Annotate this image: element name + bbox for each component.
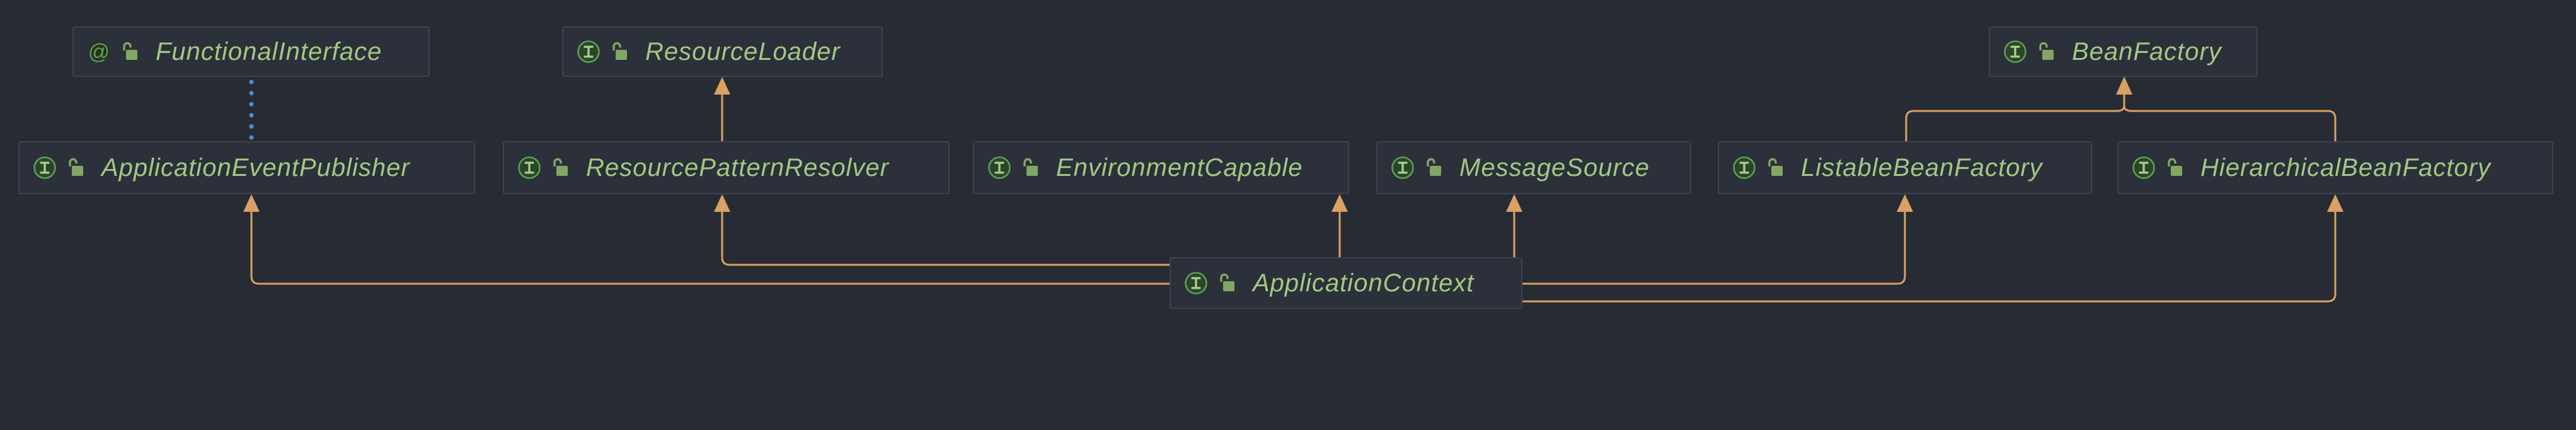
class-node-listable-bean-factory[interactable]: ListableBeanFactory — [1718, 141, 2092, 194]
interface-icon — [1732, 155, 1757, 180]
class-node-bean-factory[interactable]: BeanFactory — [1989, 26, 2258, 77]
unlocked-padlock-icon — [1764, 156, 1785, 179]
interface-icon — [1183, 270, 1209, 296]
class-node-application-event-publisher[interactable]: ApplicationEventPublisher — [18, 141, 475, 194]
edge-applicationcontext-extends-resourcepatternresolver — [714, 194, 1170, 266]
interface-icon — [2003, 39, 2028, 64]
unlocked-padlock-icon — [2035, 40, 2056, 63]
edge-applicationcontext-extends-applicationeventpublisher — [243, 194, 1170, 285]
interface-icon — [987, 155, 1012, 180]
class-node-application-context[interactable]: ApplicationContext — [1170, 257, 1522, 309]
class-name-label: EnvironmentCapable — [1056, 153, 1303, 182]
interface-icon — [1390, 155, 1415, 180]
unlocked-padlock-icon — [1216, 272, 1236, 294]
edge-applicationcontext-extends-environmentcapable — [1331, 194, 1348, 257]
unlocked-padlock-icon — [1020, 156, 1040, 179]
interface-icon — [576, 39, 601, 64]
unlocked-padlock-icon — [609, 40, 629, 63]
edge-applicationcontext-extends-hierarchicalbeanfactory — [1522, 194, 2343, 303]
interface-icon — [517, 155, 542, 180]
class-name-label: ResourceLoader — [645, 37, 841, 66]
edge-applicationcontext-extends-listablebeanfactory — [1522, 194, 1913, 285]
svg-text:@: @ — [88, 40, 110, 64]
edge-resourcepatternresolver-extends-resourceloader — [714, 77, 730, 141]
class-name-label: ApplicationEventPublisher — [101, 153, 410, 182]
class-name-label: ApplicationContext — [1253, 269, 1475, 297]
annotation-icon: @ — [86, 39, 112, 64]
class-name-label: MessageSource — [1459, 153, 1650, 182]
class-name-label: FunctionalInterface — [156, 37, 382, 66]
class-node-resource-pattern-resolver[interactable]: ResourcePatternResolver — [503, 141, 950, 194]
class-name-label: ResourcePatternResolver — [586, 153, 889, 182]
unlocked-padlock-icon — [119, 40, 139, 63]
edge-hierarchicalbeanfactory-extends-beanfactory — [2116, 76, 2337, 141]
class-name-label: BeanFactory — [2072, 37, 2222, 66]
unlocked-padlock-icon — [2164, 156, 2184, 179]
class-node-message-source[interactable]: MessageSource — [1376, 141, 1691, 194]
edge-listablebeanfactory-extends-beanfactory — [1905, 94, 2125, 141]
class-node-resource-loader[interactable]: ResourceLoader — [562, 26, 883, 77]
interface-icon — [32, 155, 57, 180]
unlocked-padlock-icon — [1423, 156, 1443, 179]
unlocked-padlock-icon — [65, 156, 85, 179]
interface-icon — [2131, 155, 2156, 180]
edge-applicationcontext-extends-messagesource — [1506, 194, 1522, 257]
class-node-functional-interface[interactable]: @ FunctionalInterface — [72, 26, 430, 77]
class-node-environment-capable[interactable]: EnvironmentCapable — [973, 141, 1349, 194]
class-node-hierarchical-bean-factory[interactable]: HierarchicalBeanFactory — [2117, 141, 2553, 194]
class-name-label: HierarchicalBeanFactory — [2200, 153, 2491, 182]
class-name-label: ListableBeanFactory — [1801, 153, 2043, 182]
unlocked-padlock-icon — [549, 156, 570, 179]
